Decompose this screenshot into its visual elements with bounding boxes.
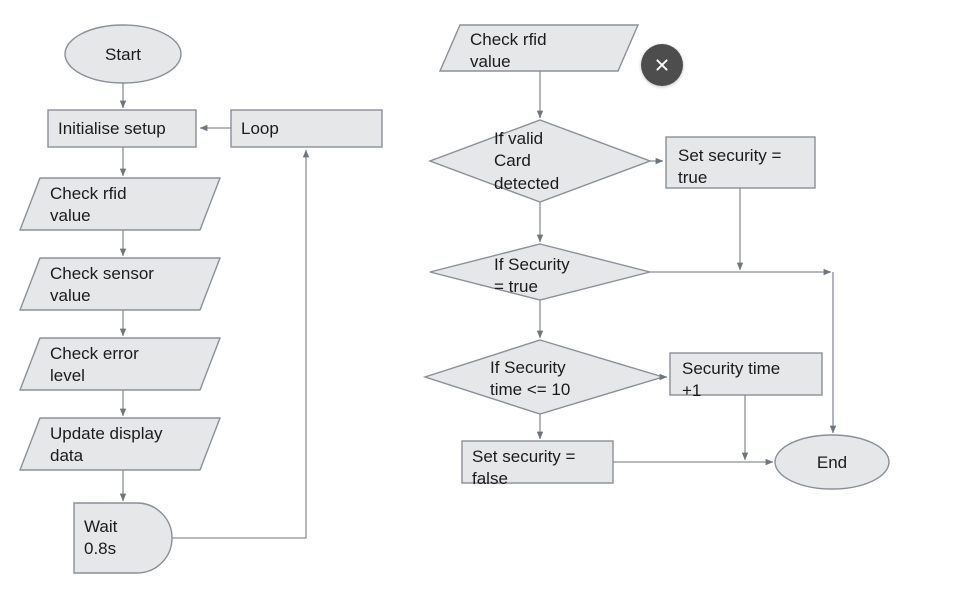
close-button[interactable]	[641, 44, 683, 86]
node-set-security-false[interactable]	[461, 440, 614, 484]
node-check-rfid-value[interactable]	[18, 177, 222, 231]
node-if-valid-card-detected[interactable]	[427, 119, 653, 203]
node-loop[interactable]	[230, 109, 383, 148]
node-end[interactable]	[774, 434, 890, 490]
node-update-display-data[interactable]	[18, 417, 222, 471]
node-check-error-level[interactable]	[18, 337, 222, 391]
node-check-rfid-value-2[interactable]	[438, 24, 640, 72]
node-initialise-setup[interactable]	[47, 109, 197, 148]
node-if-security-true[interactable]	[429, 243, 651, 301]
node-start[interactable]	[64, 24, 182, 84]
node-set-security-true[interactable]	[665, 136, 816, 189]
node-security-time-plus-1[interactable]	[669, 352, 823, 396]
close-icon	[654, 57, 670, 73]
node-check-sensor-value[interactable]	[18, 257, 222, 311]
node-if-security-time-le-10[interactable]	[422, 339, 666, 415]
node-wait[interactable]	[73, 502, 173, 574]
edge-wait-to-loop	[172, 149, 310, 539]
